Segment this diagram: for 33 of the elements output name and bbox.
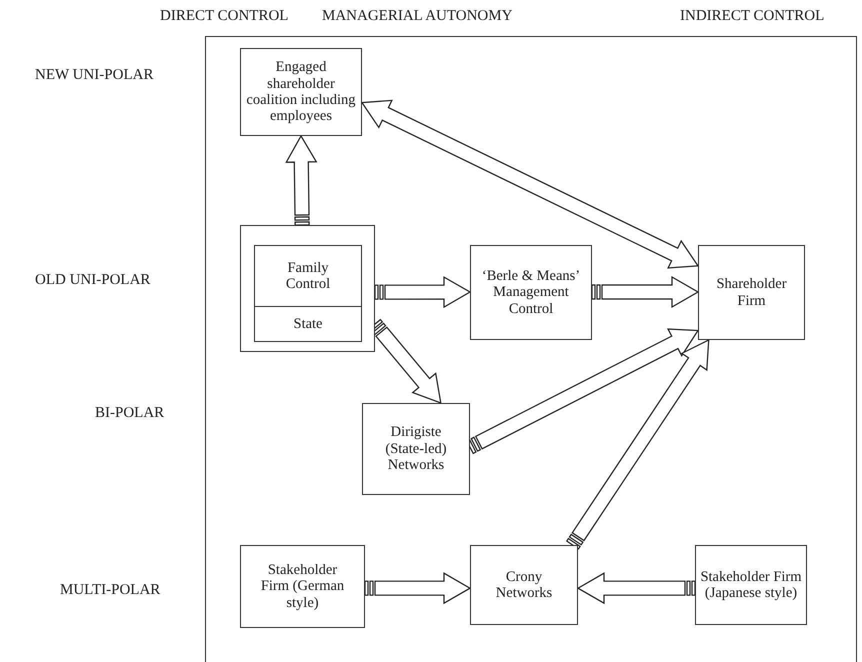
block-arrow — [364, 572, 472, 604]
process-box — [254, 245, 362, 307]
process-box — [470, 245, 592, 340]
box-label: State — [294, 316, 322, 332]
row-heading: BI-POLAR — [95, 405, 164, 422]
process-box — [695, 545, 807, 625]
process-box — [362, 403, 470, 495]
block-arrow — [566, 339, 710, 550]
block-arrow — [360, 100, 700, 269]
process-box — [240, 545, 365, 628]
block-arrow — [591, 276, 700, 308]
box-label: ‘Berle & Means’ Management Control — [480, 268, 582, 318]
process-box — [240, 48, 362, 136]
box-label: Stakeholder Firm (Japanese style) — [699, 568, 803, 602]
process-box — [698, 245, 805, 340]
block-arrow — [576, 572, 696, 604]
column-heading: MANAGERIAL AUTONOMY — [322, 8, 512, 25]
column-heading: DIRECT CONTROL — [160, 8, 288, 25]
box-label: Engaged shareholder coalition including employees — [245, 59, 357, 125]
group-box — [240, 225, 375, 352]
box-label: Dirigiste (State-led) Networks — [384, 424, 448, 474]
box-label: Shareholder Firm — [715, 276, 788, 309]
row-heading: MULTI-POLAR — [60, 582, 160, 599]
column-heading: INDIRECT CONTROL — [680, 8, 824, 25]
process-box — [254, 306, 362, 342]
row-heading: NEW UNI-POLAR — [35, 67, 154, 84]
row-heading: OLD UNI-POLAR — [35, 272, 150, 289]
block-arrow — [285, 134, 318, 226]
process-box — [470, 545, 578, 625]
box-label: Stakeholder Firm (German style) — [260, 562, 346, 612]
block-arrow — [374, 276, 472, 308]
box-label: Family Control — [284, 260, 332, 292]
box-label: Crony Networks — [494, 568, 554, 602]
